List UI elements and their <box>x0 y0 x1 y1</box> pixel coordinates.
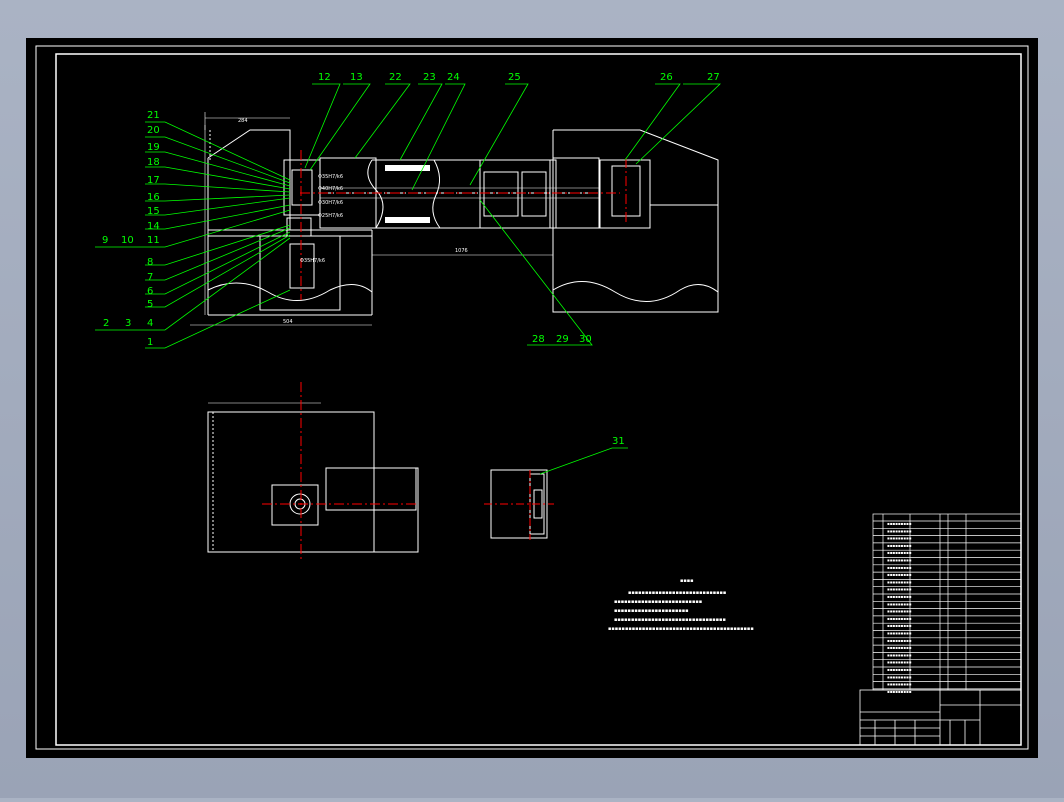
parts-row-text: ▪▪▪▪▪▪▪▪▪ <box>887 631 912 636</box>
svg-text:▪▪▪▪▪▪▪▪▪▪▪▪▪▪▪▪▪▪▪▪▪▪▪▪▪▪▪▪▪: ▪▪▪▪▪▪▪▪▪▪▪▪▪▪▪▪▪▪▪▪▪▪▪▪▪▪▪▪▪ <box>628 590 726 596</box>
callout-leaders <box>95 83 721 349</box>
callout-27: 27 <box>707 72 720 83</box>
svg-text:▪▪▪▪▪▪▪▪▪▪▪▪▪▪▪▪▪▪▪▪▪▪▪▪▪▪▪▪▪▪: ▪▪▪▪▪▪▪▪▪▪▪▪▪▪▪▪▪▪▪▪▪▪▪▪▪▪▪▪▪▪▪▪▪▪▪▪▪▪▪▪… <box>608 626 754 632</box>
svg-text:Φ40H7/k6: Φ40H7/k6 <box>318 186 343 192</box>
svg-text:Φ25H7/k6: Φ25H7/k6 <box>318 213 343 219</box>
callout-28: 28 <box>532 334 545 345</box>
section-view-centerlines <box>262 382 418 562</box>
callout-14: 14 <box>147 221 160 232</box>
parts-row-text: ▪▪▪▪▪▪▪▪▪ <box>887 536 912 541</box>
svg-text:Φ30H7/k6: Φ30H7/k6 <box>318 200 343 206</box>
dimension-extension-lines <box>204 112 290 130</box>
parts-row-text: ▪▪▪▪▪▪▪▪▪ <box>887 689 912 694</box>
svg-text:284: 284 <box>238 118 248 124</box>
callout-26: 26 <box>660 72 673 83</box>
table-text-marks: ▪▪▪▪▪▪▪▪▪ ▪▪▪▪▪▪▪▪▪ ▪▪▪▪▪▪▪▪▪ ▪▪▪▪▪▪▪▪▪ ▪▪▪▪… <box>887 521 912 694</box>
parts-row-text: ▪▪▪▪▪▪▪▪▪ <box>887 528 912 533</box>
section-view-left <box>207 402 419 553</box>
svg-text:Φ35H7/k6: Φ35H7/k6 <box>318 174 343 180</box>
callout-1: 1 <box>147 337 153 348</box>
parts-row-text: ▪▪▪▪▪▪▪▪▪ <box>887 616 912 621</box>
parts-row-text: ▪▪▪▪▪▪▪▪▪ <box>887 674 912 679</box>
callout-6: 6 <box>147 286 153 297</box>
callout-17: 17 <box>147 175 160 186</box>
parts-row-text: ▪▪▪▪▪▪▪▪▪ <box>887 667 912 672</box>
parts-row-text: ▪▪▪▪▪▪▪▪▪ <box>887 521 912 526</box>
callout-13: 13 <box>350 72 363 83</box>
callout-7: 7 <box>147 272 153 283</box>
parts-row-text: ▪▪▪▪▪▪▪▪▪ <box>887 579 912 584</box>
detail-view-centerlines <box>484 470 554 540</box>
callout-16: 16 <box>147 192 160 203</box>
callout-29: 29 <box>556 334 569 345</box>
callout-8: 8 <box>147 257 153 268</box>
parts-row-text: ▪▪▪▪▪▪▪▪▪ <box>887 587 912 592</box>
detail-callout <box>539 447 628 475</box>
parts-row-text: ▪▪▪▪▪▪▪▪▪ <box>887 594 912 599</box>
parts-row-text: ▪▪▪▪▪▪▪▪▪ <box>887 550 912 555</box>
svg-text:▪▪▪▪: ▪▪▪▪ <box>680 578 694 584</box>
parts-row-text: ▪▪▪▪▪▪▪▪▪ <box>887 645 912 650</box>
main-assembly-view <box>190 125 719 326</box>
dimension-labels: 284 Φ35H7/k6 Φ40H7/k6 Φ30H7/k6 Φ25H7/k6 … <box>238 118 468 325</box>
svg-text:▪▪▪▪▪▪▪▪▪▪▪▪▪▪▪▪▪▪▪▪▪▪▪▪▪▪: ▪▪▪▪▪▪▪▪▪▪▪▪▪▪▪▪▪▪▪▪▪▪▪▪▪▪ <box>614 599 702 605</box>
parts-list-table <box>872 513 1022 691</box>
callout-20: 20 <box>147 125 160 136</box>
parts-row-text: ▪▪▪▪▪▪▪▪▪ <box>887 638 912 643</box>
parts-row-text: ▪▪▪▪▪▪▪▪▪ <box>887 572 912 577</box>
parts-row-text: ▪▪▪▪▪▪▪▪▪ <box>887 601 912 606</box>
parts-row-text: ▪▪▪▪▪▪▪▪▪ <box>887 558 912 563</box>
parts-row-text: ▪▪▪▪▪▪▪▪▪ <box>887 543 912 548</box>
outer-border <box>35 45 1029 750</box>
callout-19: 19 <box>147 142 160 153</box>
callout-10: 10 <box>121 235 134 246</box>
drawing-sheet <box>26 38 1038 758</box>
parts-row-text: ▪▪▪▪▪▪▪▪▪ <box>887 682 912 687</box>
callout-5: 5 <box>147 299 153 310</box>
title-block <box>859 689 1022 746</box>
svg-text:Φ35H7/k6: Φ35H7/k6 <box>300 258 325 264</box>
callout-4: 4 <box>147 318 153 329</box>
centerlines-main <box>300 150 627 300</box>
callout-3: 3 <box>125 318 131 329</box>
callout-25: 25 <box>508 72 521 83</box>
callout-15: 15 <box>147 206 160 217</box>
callout-21: 21 <box>147 110 160 121</box>
callout-2: 2 <box>103 318 109 329</box>
parts-row-text: ▪▪▪▪▪▪▪▪▪ <box>887 660 912 665</box>
technical-notes: ▪▪▪▪ ▪▪▪▪▪▪▪▪▪▪▪▪▪▪▪▪▪▪▪▪▪▪▪▪▪▪▪▪▪ ▪▪▪▪▪… <box>608 578 754 632</box>
callout-23: 23 <box>423 72 436 83</box>
callout-22: 22 <box>389 72 402 83</box>
inner-border <box>55 53 1022 746</box>
parts-row-text: ▪▪▪▪▪▪▪▪▪ <box>887 623 912 628</box>
parts-row-text: ▪▪▪▪▪▪▪▪▪ <box>887 565 912 570</box>
svg-text:504: 504 <box>283 319 293 325</box>
callout-31: 31 <box>612 436 625 447</box>
callout-30: 30 <box>579 334 592 345</box>
svg-text:▪▪▪▪▪▪▪▪▪▪▪▪▪▪▪▪▪▪▪▪▪▪▪▪▪▪▪▪▪▪: ▪▪▪▪▪▪▪▪▪▪▪▪▪▪▪▪▪▪▪▪▪▪▪▪▪▪▪▪▪▪▪▪▪ <box>614 617 726 623</box>
callout-12: 12 <box>318 72 331 83</box>
callout-9: 9 <box>102 235 108 246</box>
svg-text:1076: 1076 <box>455 248 468 254</box>
callout-11: 11 <box>147 235 160 246</box>
parts-row-text: ▪▪▪▪▪▪▪▪▪ <box>887 652 912 657</box>
parts-row-text: ▪▪▪▪▪▪▪▪▪ <box>887 609 912 614</box>
callout-24: 24 <box>447 72 460 83</box>
callout-18: 18 <box>147 157 160 168</box>
svg-text:▪▪▪▪▪▪▪▪▪▪▪▪▪▪▪▪▪▪▪▪▪▪: ▪▪▪▪▪▪▪▪▪▪▪▪▪▪▪▪▪▪▪▪▪▪ <box>614 608 689 614</box>
